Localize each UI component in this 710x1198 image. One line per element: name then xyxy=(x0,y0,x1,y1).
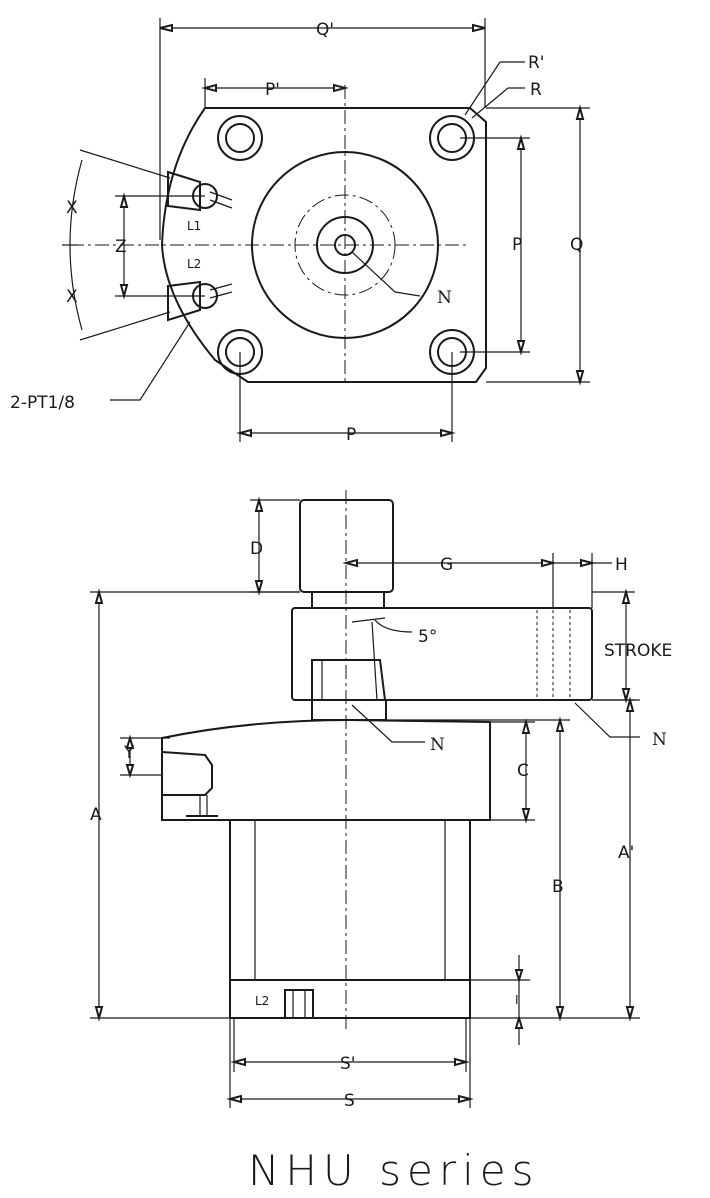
rod-pocket xyxy=(311,659,386,701)
label-b: B xyxy=(552,877,564,897)
label-y: Y xyxy=(123,743,135,763)
label-a-prime: A' xyxy=(618,843,634,863)
mounting-hole-top-left xyxy=(217,115,263,161)
leader-n-right xyxy=(574,702,640,738)
leader-r-prime xyxy=(464,61,501,116)
label-r-prime: R' xyxy=(528,53,545,73)
leader-port-callout xyxy=(110,321,191,401)
top-view: L1 L2 Q' P' R' R X X Z xyxy=(10,18,590,445)
label-x-lower: X xyxy=(66,287,78,307)
cylinder-tube xyxy=(229,819,471,981)
leader-n-center xyxy=(351,704,425,743)
series-title: NHU series xyxy=(248,1146,539,1195)
label-d: D xyxy=(250,539,263,559)
side-port xyxy=(161,751,213,796)
label-c: C xyxy=(517,761,529,781)
label-l2-base: L2 xyxy=(255,994,269,1008)
bore-pitch-circle xyxy=(294,194,396,296)
bore-leader-n-tail xyxy=(394,291,421,297)
base-plate xyxy=(229,979,471,1019)
label-p-right: P xyxy=(512,235,522,255)
label-s-prime: S' xyxy=(340,1054,355,1074)
bore-outer-circle xyxy=(251,151,439,339)
label-a: A xyxy=(90,805,102,825)
base-port-l2 xyxy=(284,989,314,1019)
label-l1: L1 xyxy=(187,219,201,233)
piston-neck xyxy=(311,699,387,721)
label-n-right: N xyxy=(652,730,667,750)
label-x-upper: X xyxy=(66,198,78,218)
label-g: G xyxy=(440,555,453,575)
label-s: S xyxy=(344,1091,355,1111)
label-z: Z xyxy=(115,237,127,257)
bore-mid-circle xyxy=(316,216,374,274)
label-n-top: N xyxy=(437,288,452,308)
label-n-center: N xyxy=(430,735,445,755)
label-port-callout: 2-PT1/8 xyxy=(10,393,75,413)
upper-body xyxy=(161,718,491,821)
label-i: I xyxy=(515,993,519,1007)
side-view: L2 5° D G H A Y xyxy=(90,490,672,1111)
label-p-prime: P' xyxy=(265,80,280,100)
rod-neck xyxy=(311,591,385,609)
label-q: Q xyxy=(570,235,583,255)
clamp-arm xyxy=(291,607,593,701)
label-l2: L2 xyxy=(187,257,201,271)
leader-r xyxy=(471,87,509,119)
bore-leader-n xyxy=(351,251,396,293)
port-l1 xyxy=(167,170,233,212)
bore-inner-circle xyxy=(334,234,356,256)
label-q-prime: Q' xyxy=(316,20,334,40)
label-stroke: STROKE xyxy=(604,641,672,661)
label-r: R xyxy=(530,80,542,100)
label-p-bottom: P xyxy=(346,425,356,445)
label-h: H xyxy=(615,555,628,575)
label-angle: 5° xyxy=(418,627,437,647)
